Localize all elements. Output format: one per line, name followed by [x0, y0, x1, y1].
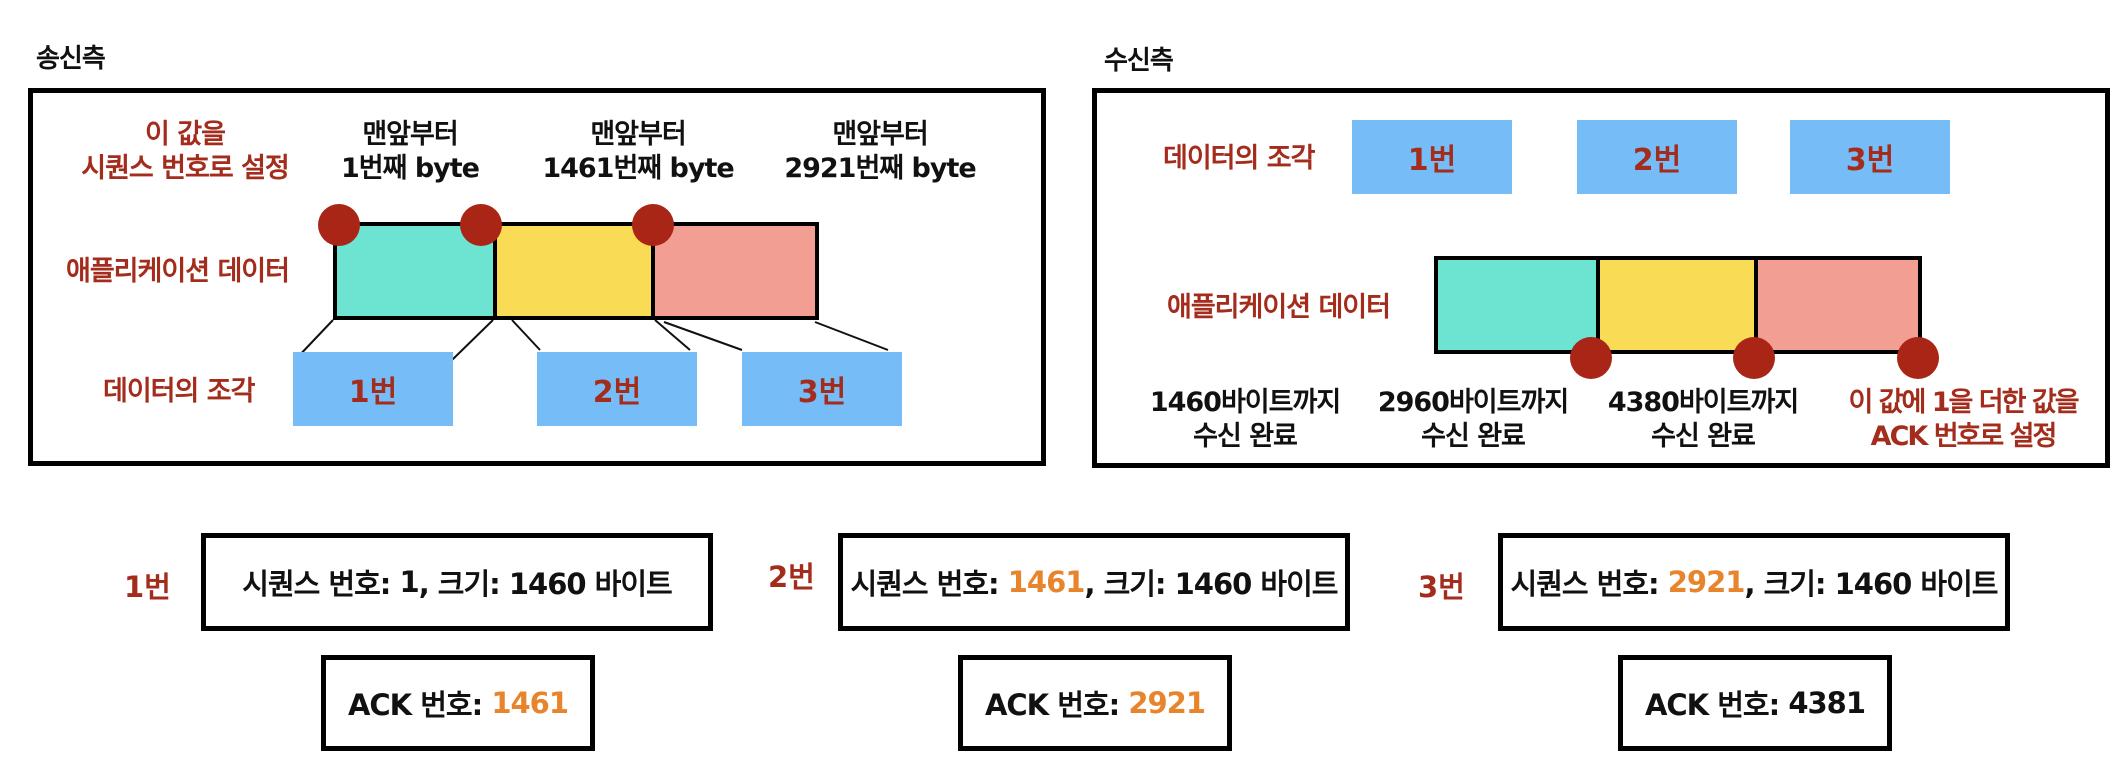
receiver-fragment-1: 1번: [1352, 120, 1512, 194]
segment-2-label: 2번: [768, 560, 815, 594]
receiver-app-data-segment-3: [1754, 256, 1922, 354]
segment-2-seq-box: 시퀀스 번호: 1461, 크기: 1460 바이트: [838, 533, 1350, 631]
sender-fragment-3: 3번: [742, 352, 902, 426]
sender-offset-3: 맨앞부터 2921번째 byte: [770, 118, 990, 186]
segment-2-seq-value: 1461: [1007, 565, 1086, 599]
receiver-received-3-line1: 4380바이트까지: [1607, 387, 1799, 418]
receiver-received-3: 4380바이트까지 수신 완료: [1588, 386, 1818, 454]
receiver-app-data-segment-1: [1434, 256, 1600, 354]
sender-offset-1: 맨앞부터 1번째 byte: [310, 118, 510, 186]
receiver-received-1-line2: 수신 완료: [1193, 421, 1298, 452]
receiver-fragment-2: 2번: [1577, 120, 1737, 194]
segment-1-ack-value: 1461: [491, 686, 569, 720]
segment-2-seq-suffix: , 크기: 1460 바이트: [1084, 567, 1338, 601]
sender-offset-2: 맨앞부터 1461번째 byte: [528, 118, 748, 186]
sender-app-data-label: 애플리케이션 데이터: [66, 256, 290, 287]
sender-seq-marker-2: [460, 204, 502, 246]
receiver-annotation-line2: ACK 번호로 설정: [1870, 421, 2058, 452]
sender-offset-1-line2: 1번째 byte: [340, 153, 480, 184]
sender-offset-3-line1: 맨앞부터: [832, 119, 928, 150]
sender-offset-3-line2: 2921번째 byte: [784, 153, 976, 184]
receiver-title: 수신측: [1104, 46, 1174, 76]
sender-fragment-label: 데이터의 조각: [103, 376, 255, 407]
sender-seq-marker-1: [318, 204, 360, 246]
receiver-ack-marker-2: [1733, 337, 1775, 379]
receiver-fragment-3: 3번: [1790, 120, 1950, 194]
receiver-annotation-line1: 이 값에 1을 더한 값을: [1848, 387, 2079, 418]
segment-1-seq-suffix: , 크기: 1460 바이트: [418, 567, 673, 601]
receiver-app-data-segment-2: [1596, 256, 1758, 354]
receiver-received-2-line2: 수신 완료: [1421, 421, 1526, 452]
sender-offset-1-line1: 맨앞부터: [362, 119, 458, 150]
segment-1-ack-box: ACK 번호: 1461: [321, 655, 595, 751]
segment-3-seq-box: 시퀀스 번호: 2921, 크기: 1460 바이트: [1498, 533, 2010, 631]
receiver-ack-marker-3: [1897, 337, 1939, 379]
sender-annotation: 이 값을 시퀀스 번호로 설정: [40, 118, 330, 186]
sender-title: 송신측: [36, 44, 106, 74]
segment-3-seq-value: 2921: [1667, 565, 1746, 599]
segment-2-seq-prefix: 시퀀스 번호:: [850, 567, 1008, 601]
sender-fragment-2: 2번: [537, 352, 697, 426]
sender-offset-2-line1: 맨앞부터: [590, 119, 686, 150]
receiver-received-1-line1: 1460바이트까지: [1149, 387, 1341, 418]
sender-seq-marker-3: [632, 204, 674, 246]
segment-1-seq-prefix: 시퀀스 번호:: [242, 567, 400, 601]
receiver-fragment-label: 데이터의 조각: [1163, 143, 1315, 174]
sender-offset-2-line2: 1461번째 byte: [542, 153, 734, 184]
segment-1-seq-value: 1: [399, 565, 420, 599]
receiver-received-3-line2: 수신 완료: [1651, 421, 1756, 452]
sender-annotation-line1: 이 값을: [145, 119, 226, 150]
receiver-ack-marker-1: [1570, 337, 1612, 379]
segment-3-seq-suffix: , 크기: 1460 바이트: [1744, 567, 1998, 601]
receiver-annotation: 이 값에 1을 더한 값을 ACK 번호로 설정: [1822, 386, 2104, 454]
segment-3-seq-prefix: 시퀀스 번호:: [1510, 567, 1668, 601]
segment-1-label: 1번: [124, 570, 171, 604]
sender-annotation-line2: 시퀀스 번호로 설정: [81, 153, 290, 184]
segment-2-ack-prefix: ACK 번호:: [984, 688, 1129, 722]
receiver-received-2: 2960바이트까지 수신 완료: [1358, 386, 1588, 454]
segment-2-ack-value: 2921: [1128, 686, 1206, 720]
segment-3-ack-value: 4381: [1788, 686, 1866, 720]
segment-1-seq-box: 시퀀스 번호: 1, 크기: 1460 바이트: [201, 533, 713, 631]
segment-2-ack-box: ACK 번호: 2921: [958, 655, 1232, 751]
sender-app-data-segment-3: [651, 222, 819, 320]
receiver-received-2-line1: 2960바이트까지: [1377, 387, 1569, 418]
segment-1-ack-prefix: ACK 번호:: [347, 688, 492, 722]
sender-fragment-1: 1번: [293, 352, 453, 426]
segment-3-ack-box: ACK 번호: 4381: [1618, 655, 1892, 751]
segment-3-ack-prefix: ACK 번호:: [1644, 688, 1789, 722]
segment-3-label: 3번: [1418, 570, 1465, 604]
receiver-app-data-label: 애플리케이션 데이터: [1167, 292, 1391, 323]
receiver-received-1: 1460바이트까지 수신 완료: [1130, 386, 1360, 454]
